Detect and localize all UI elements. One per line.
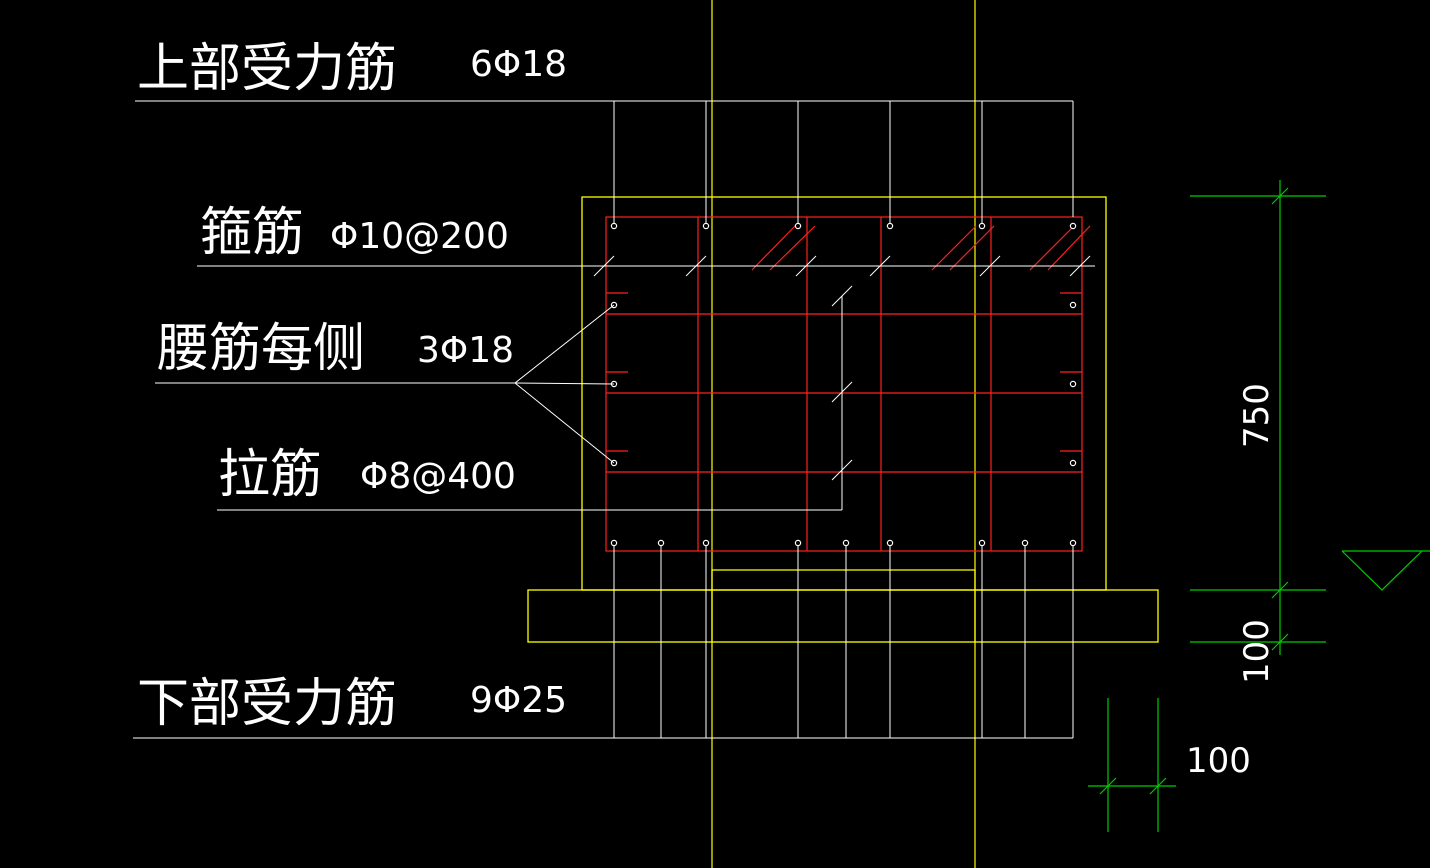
rebar-leader-lines xyxy=(613,101,1074,738)
waist-rebar-dot xyxy=(1069,380,1077,388)
tie-rebar-spec: Φ8@400 xyxy=(360,456,516,497)
bottom-rebar-dot xyxy=(702,539,710,547)
bottom-rebar-dot xyxy=(794,539,802,547)
dimension-lines xyxy=(1088,180,1430,832)
bottom-rebar-dot xyxy=(1069,539,1077,547)
bottom-rebar-dot xyxy=(657,539,665,547)
top-rebar-dot xyxy=(978,222,986,230)
bottom-rebar-spec: 9Φ25 xyxy=(470,680,567,721)
stirrup-grid xyxy=(605,216,1091,552)
waist-rebar-dot xyxy=(1069,459,1077,467)
reference-lines xyxy=(711,0,976,868)
label-underlines xyxy=(133,100,1095,739)
stirrup-label: 箍筋 xyxy=(200,203,304,263)
tie-rebar-label: 拉筋 xyxy=(218,445,322,505)
stirrup-spec: Φ10@200 xyxy=(330,216,509,257)
waist-rebar-label: 腰筋每侧 xyxy=(157,319,365,379)
dimension-bottom-layer: 100 xyxy=(1237,619,1277,684)
concrete-outline xyxy=(527,196,1159,643)
bottom-rebar-dot xyxy=(1021,539,1029,547)
bottom-rebar-dot xyxy=(610,539,618,547)
top-rebar-dot xyxy=(794,222,802,230)
top-rebar-spec: 6Φ18 xyxy=(470,44,567,85)
rebar-points xyxy=(610,222,1077,547)
top-rebar-dot xyxy=(610,222,618,230)
dimension-width: 100 xyxy=(1186,741,1251,781)
hatch-line xyxy=(769,225,816,271)
dimension-height: 750 xyxy=(1237,383,1277,448)
hatch-line xyxy=(1047,225,1091,271)
bottom-rebar-dot xyxy=(886,539,894,547)
hatch-line xyxy=(751,225,796,271)
bottom-rebar-dot xyxy=(978,539,986,547)
top-rebar-dot xyxy=(886,222,894,230)
hatch-line xyxy=(931,225,977,271)
top-rebar-dot xyxy=(702,222,710,230)
waist-rebar-spec: 3Φ18 xyxy=(417,330,514,371)
bottom-rebar-label: 下部受力筋 xyxy=(137,674,397,734)
top-rebar-label: 上部受力筋 xyxy=(137,39,397,99)
top-rebar-dot xyxy=(1069,222,1077,230)
bottom-rebar-dot xyxy=(842,539,850,547)
hatch-line xyxy=(949,225,995,271)
waist-rebar-dot xyxy=(1069,301,1077,309)
hatch-line xyxy=(1029,225,1075,271)
